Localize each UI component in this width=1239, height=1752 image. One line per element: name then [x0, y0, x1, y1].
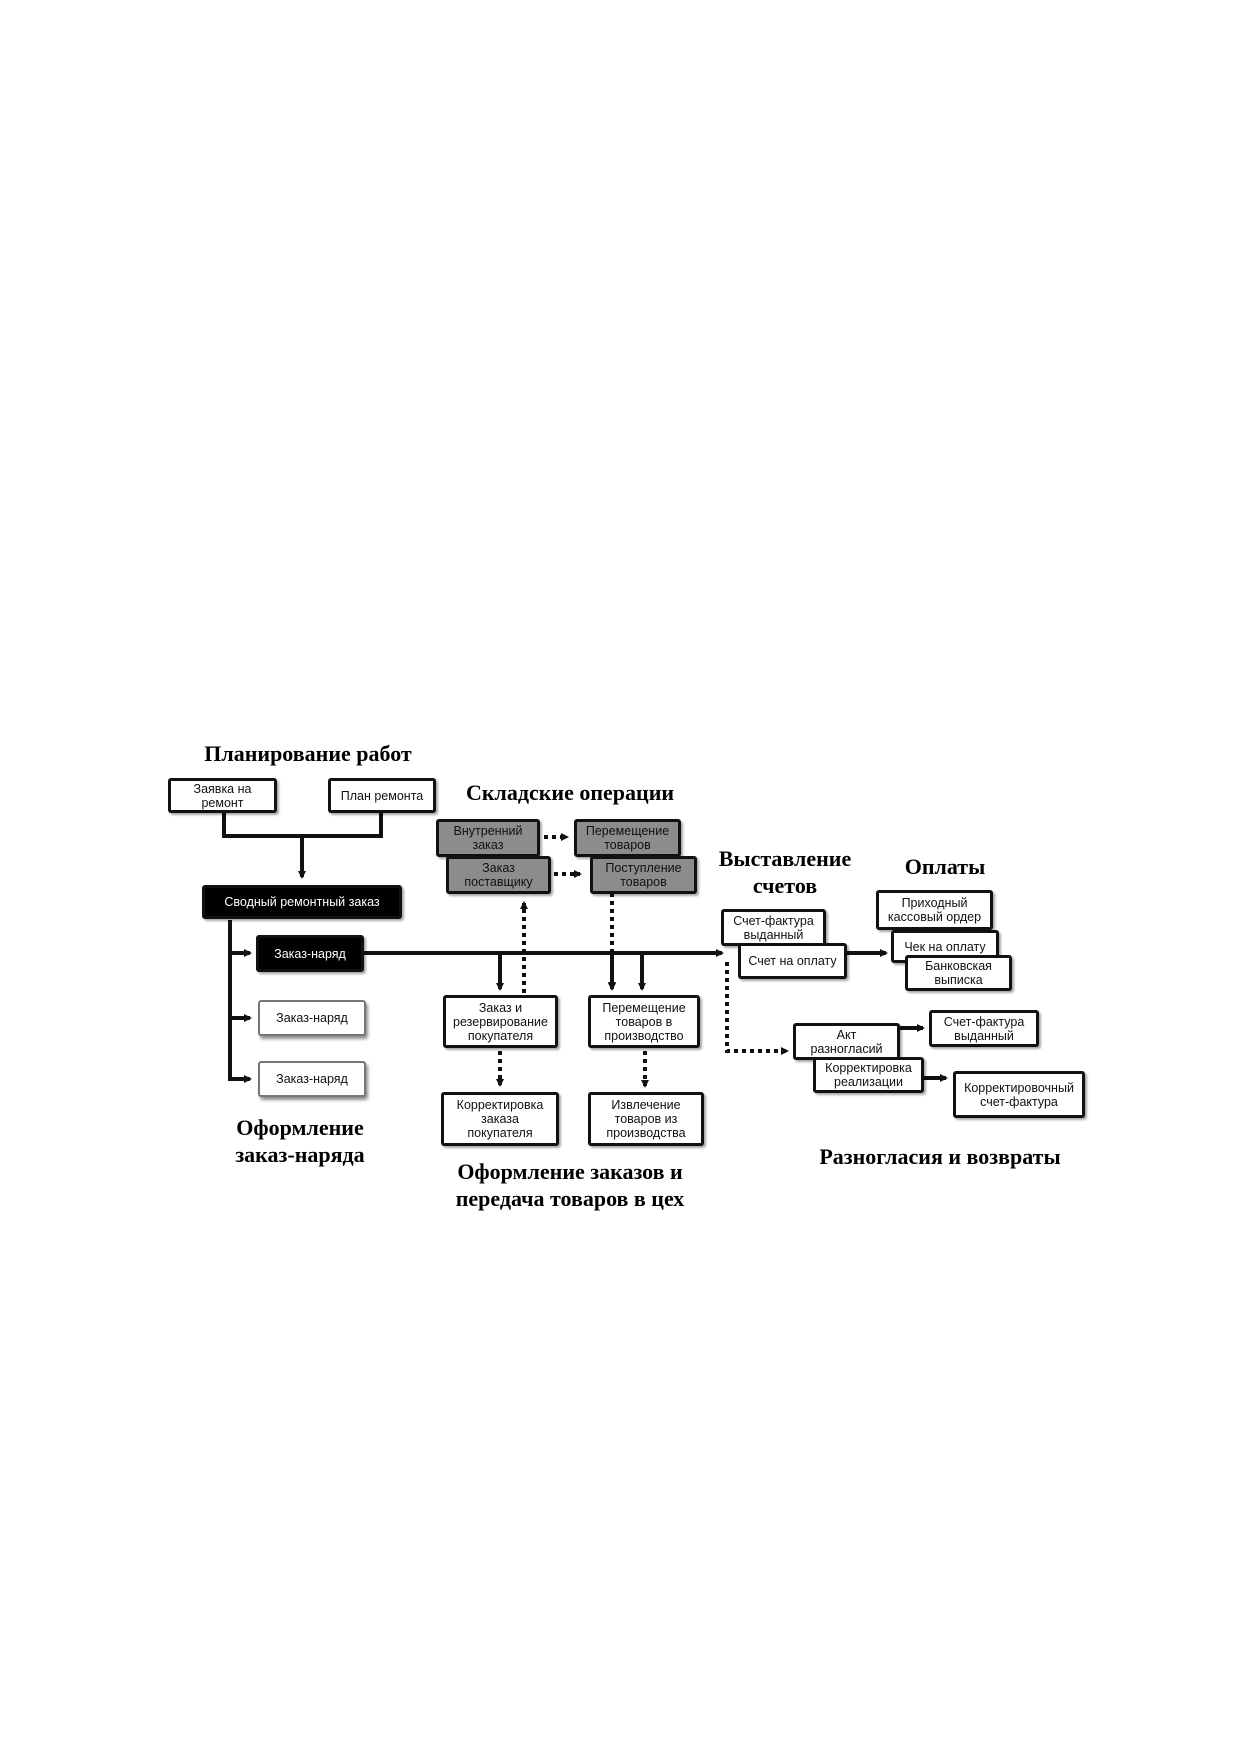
box-label: Корректировка заказа покупателя: [456, 1098, 544, 1140]
box-label: Приходный кассовый ордер: [887, 896, 982, 924]
box-goods-receipt: Поступление товаров: [590, 856, 697, 894]
box-label: Акт разногласий: [810, 1027, 883, 1056]
box-summary-repair-order: Сводный ремонтный заказ: [202, 885, 402, 919]
section-title-orders-line2: передача товаров в цех: [455, 1186, 685, 1211]
box-label: Заказ поставщику: [464, 861, 533, 889]
section-title-invoicing-line1: Выставление: [718, 846, 852, 871]
box-extraction-from-production: Извлечение товаров из производства: [588, 1092, 704, 1146]
box-work-order-3: Заказ-наряд: [258, 1061, 366, 1097]
section-title-planning: Планирование работ: [204, 741, 412, 766]
box-label: Внутренний заказ: [453, 824, 523, 852]
section-title-payments: Оплаты: [904, 854, 986, 879]
box-correction-invoice: Корректировочный счет-фактура: [953, 1071, 1085, 1118]
box-label: Корректировочный счет-фактура: [964, 1080, 1074, 1109]
box-label: Чек на оплату: [904, 939, 986, 954]
box-label: Банковская выписка: [925, 959, 992, 987]
box-supplier-order: Заказ поставщику: [446, 856, 551, 894]
box-label: Заказ и резервирование покупателя: [453, 1000, 548, 1043]
box-label: Корректировка реализации: [825, 1061, 912, 1089]
box-label: Заказ-наряд: [276, 1072, 348, 1086]
section-title-warehouse: Складские операции: [465, 780, 675, 805]
section-title-workorder-line1: Оформление: [236, 1115, 364, 1140]
section-title-orders-line1: Оформление заказов и: [457, 1159, 683, 1184]
section-title-workorder: Оформление заказ-наряда: [200, 1114, 400, 1168]
box-label: Сводный ремонтный заказ: [224, 895, 380, 909]
box-customer-order-correction: Корректировка заказа покупателя: [441, 1092, 559, 1146]
section-title-invoicing-line2: счетов: [752, 873, 818, 898]
box-label: Заказ-наряд: [274, 946, 346, 961]
box-label: Перемещение товаров: [585, 824, 670, 852]
box-label: Перемещение товаров в производство: [602, 1000, 686, 1043]
box-invoice-issued-2: Счет-фактура выданный: [929, 1010, 1039, 1047]
box-repair-request: Заявка на ремонт: [168, 778, 277, 813]
box-sales-correction: Корректировка реализации: [813, 1057, 924, 1093]
section-title-invoicing: Выставление счетов: [700, 845, 870, 899]
section-title-disputes: Разногласия и возвраты: [819, 1144, 1061, 1169]
box-repair-plan: План ремонта: [328, 778, 436, 813]
box-label: Счет-фактура выданный: [733, 913, 814, 942]
box-payment-invoice: Счет на оплату: [738, 943, 847, 979]
box-label: Заказ-наряд: [276, 1011, 348, 1025]
box-disagreement-act: Акт разногласий: [793, 1023, 900, 1060]
box-label: Заявка на ремонт: [193, 781, 252, 810]
box-label: Счет-фактура выданный: [943, 1014, 1025, 1043]
box-internal-order: Внутренний заказ: [436, 819, 540, 857]
dashed-invoicing-to-disputes: [725, 962, 789, 1055]
box-invoice-issued: Счет-фактура выданный: [721, 909, 826, 946]
box-cash-receipt-order: Приходный кассовый ордер: [876, 890, 993, 930]
box-customer-order-reserve: Заказ и резервирование покупателя: [443, 995, 558, 1048]
box-bank-statement: Банковская выписка: [905, 955, 1012, 991]
box-label: План ремонта: [340, 788, 424, 803]
box-label: Поступление товаров: [605, 861, 682, 889]
box-label: Извлечение товаров из производства: [606, 1098, 686, 1140]
box-label: Счет на оплату: [748, 954, 837, 968]
section-title-orders: Оформление заказов и передача товаров в …: [420, 1158, 720, 1212]
box-work-order-1: Заказ-наряд: [256, 935, 364, 972]
box-work-order-2: Заказ-наряд: [258, 1000, 366, 1036]
box-transfer-to-production: Перемещение товаров в производство: [588, 995, 700, 1048]
section-title-workorder-line2: заказ-наряда: [235, 1142, 365, 1167]
box-goods-transfer: Перемещение товаров: [574, 819, 681, 857]
